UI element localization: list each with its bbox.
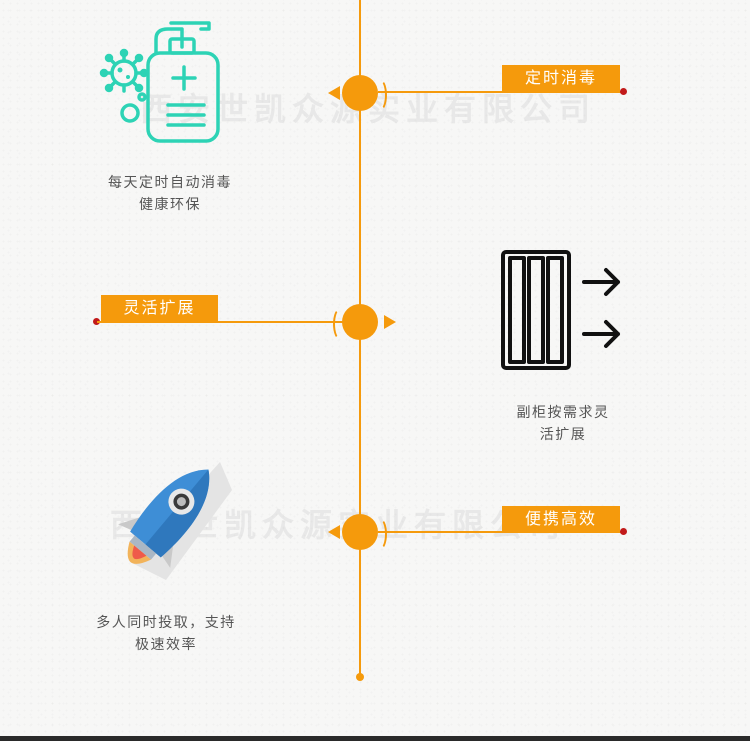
- bottom-bar: [0, 736, 750, 741]
- node-bracket: [373, 518, 387, 550]
- feature-tag: 灵活扩展: [101, 295, 218, 321]
- connector-end-dot: [620, 528, 627, 535]
- feature-caption: 多人同时投取，支持 极速效率: [66, 612, 266, 656]
- connector-line: [378, 531, 623, 533]
- sanitizer-icon: [99, 21, 220, 143]
- caption-line: 每天定时自动消毒: [108, 175, 232, 191]
- connector-end-dot: [620, 88, 627, 95]
- caption-line: 极速效率: [135, 637, 197, 653]
- connector-end-dot: [93, 318, 100, 325]
- timeline-node: [342, 514, 387, 550]
- timeline-end-dot: [356, 673, 364, 681]
- node-arrow-left: [328, 86, 340, 100]
- feature-tag: 便携高效: [502, 506, 620, 532]
- connector-line: [97, 321, 343, 323]
- connector-line: [378, 91, 623, 93]
- caption-line: 健康环保: [139, 197, 201, 213]
- expand-cabinet-icon: [501, 250, 620, 370]
- caption-line: 多人同时投取，支持: [96, 615, 236, 631]
- caption-line: 副柜按需求灵: [516, 405, 610, 421]
- feature-caption: 副柜按需求灵 活扩展: [488, 402, 638, 446]
- node-bracket: [373, 79, 387, 111]
- node-arrow-right: [384, 315, 396, 329]
- timeline-node: [333, 304, 378, 340]
- node-arrow-left: [328, 525, 340, 539]
- feature-caption: 每天定时自动消毒 健康环保: [80, 172, 260, 216]
- rocket-icon: [118, 462, 232, 580]
- caption-line: 活扩展: [539, 427, 587, 443]
- timeline-node: [342, 75, 387, 111]
- feature-tag: 定时消毒: [502, 65, 620, 91]
- node-bracket: [333, 308, 347, 340]
